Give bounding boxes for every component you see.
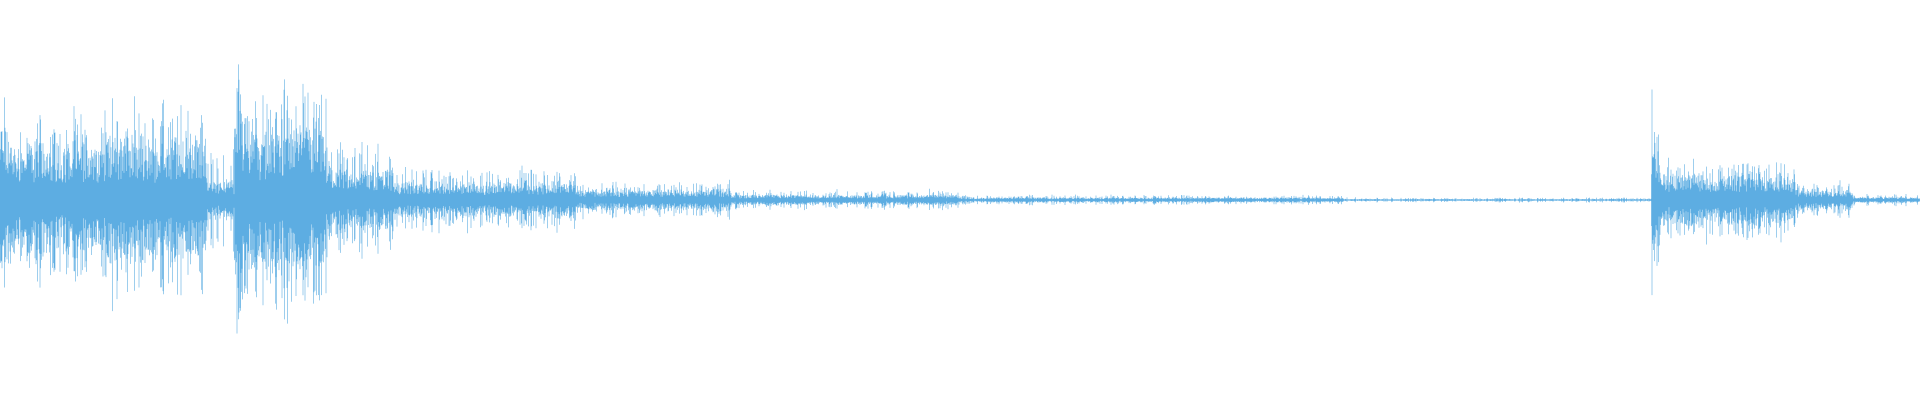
waveform-trace bbox=[0, 64, 1920, 334]
waveform-samples bbox=[0, 64, 1920, 334]
